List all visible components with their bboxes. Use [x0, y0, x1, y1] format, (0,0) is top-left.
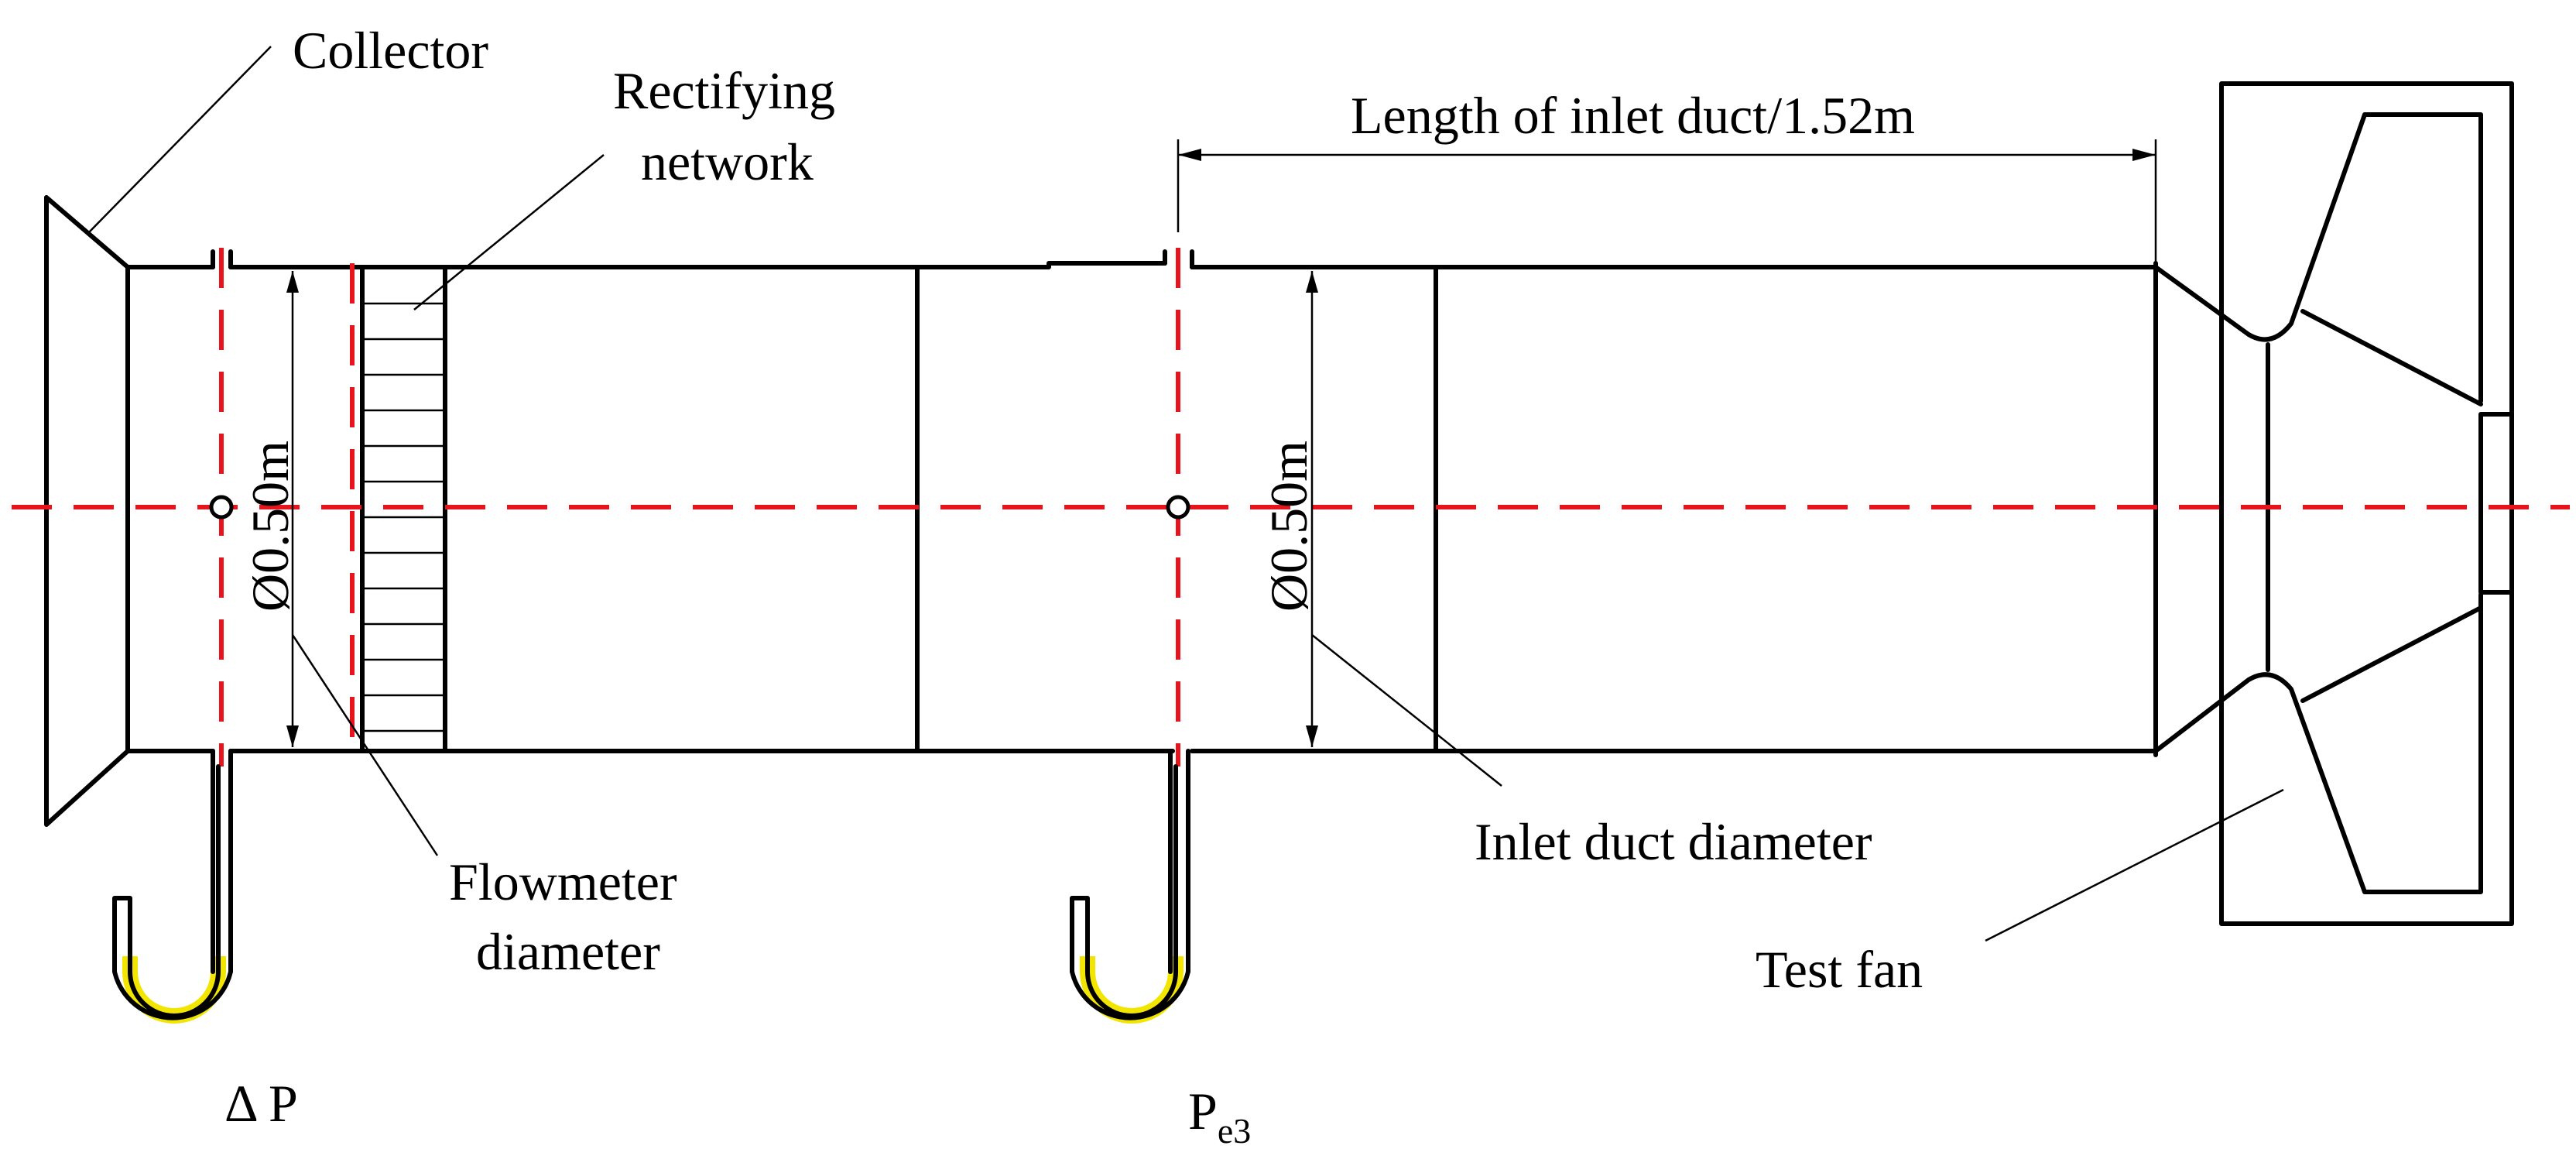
pressure-tap-stubs	[211, 249, 1194, 269]
flowmeter-diameter-label-line1: Flowmeter	[449, 852, 677, 911]
pe3-measure-point	[1166, 495, 1190, 520]
diameter-label-left: Ø0.50m	[241, 441, 300, 612]
leader-lines	[88, 46, 2284, 942]
test-fan	[2153, 81, 2514, 926]
pe3-label-subscript: e3	[1218, 1111, 1251, 1151]
collector-label: Collector	[293, 21, 488, 80]
pe3-label-main: P	[1188, 1082, 1218, 1140]
flowmeter-measure-point	[209, 495, 234, 520]
test-fan-label: Test fan	[1756, 940, 1923, 999]
rectifying-network	[360, 265, 447, 753]
manometer-pe3	[1070, 749, 1190, 1024]
inlet-duct-length-dimension	[1177, 139, 2157, 263]
rectifying-network-bars	[362, 302, 445, 732]
manometer-delta-p	[112, 749, 233, 1024]
rectifying-network-leader	[413, 154, 605, 310]
collector	[44, 195, 130, 827]
delta-p-label: Δ P	[224, 1074, 298, 1133]
diameter-dimension-left	[286, 271, 299, 747]
test-fan-leader	[1985, 788, 2284, 942]
rectifying-network-label-line1: Rectifying	[613, 61, 835, 120]
flowmeter-diameter-label-line2: diameter	[476, 922, 660, 981]
inlet-duct-length-label: Length of inlet duct/1.52m	[1351, 86, 1915, 145]
duct-wall-top	[125, 261, 2158, 269]
diameter-label-right: Ø0.50m	[1259, 441, 1318, 612]
rectifying-network-label-line2: network	[641, 132, 814, 191]
inlet-duct-diameter-leader	[1311, 634, 1502, 787]
pe3-label: Pe3	[1188, 1082, 1251, 1151]
diameter-dimension-right	[1306, 271, 1318, 747]
flowmeter-diameter-leader	[291, 634, 439, 856]
collector-leader	[88, 46, 272, 233]
inlet-duct-diameter-label: Inlet duct diameter	[1475, 812, 1872, 871]
